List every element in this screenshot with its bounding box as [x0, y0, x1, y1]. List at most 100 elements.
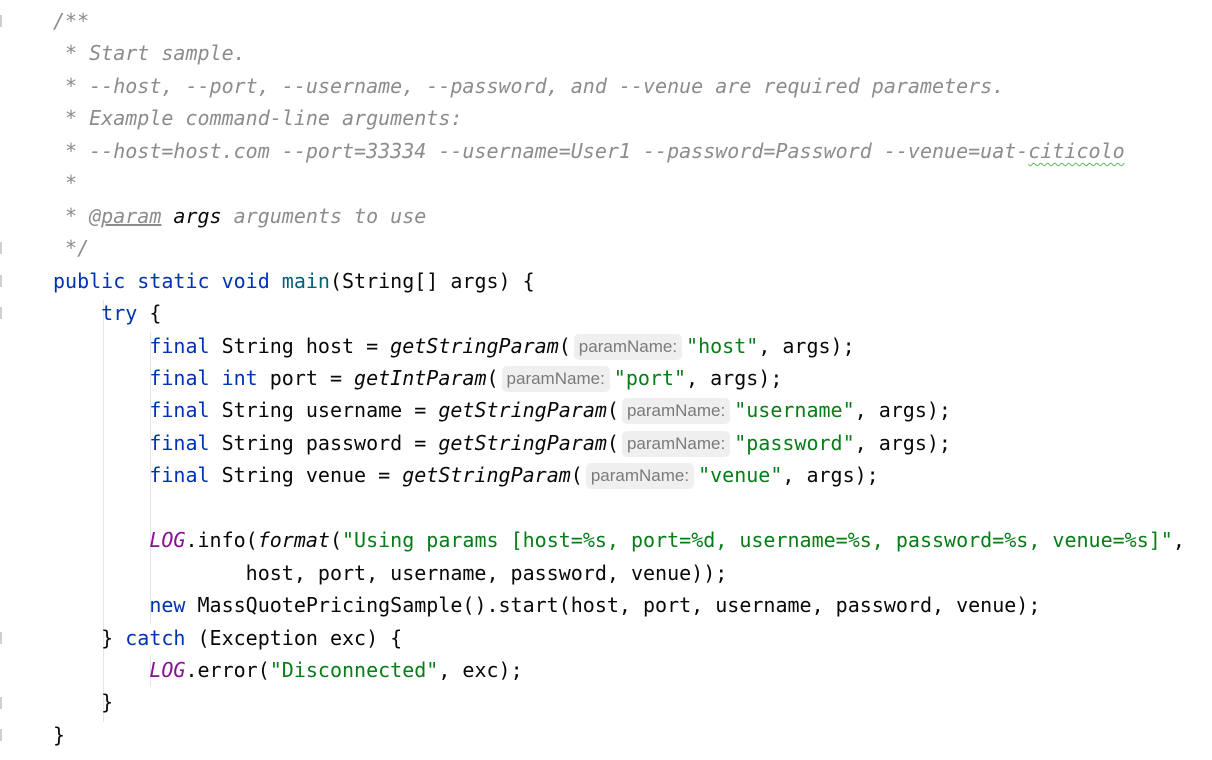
code-token — [53, 301, 101, 325]
string-token: "venue" — [698, 463, 783, 488]
comment-token: * --host, --port, --username, --password… — [53, 73, 1005, 98]
code-line[interactable]: /** — [53, 5, 89, 37]
method-call-token: format — [257, 528, 330, 553]
code-token — [53, 593, 149, 617]
keyword-token: public static void — [53, 268, 282, 293]
code-line[interactable]: } — [53, 719, 65, 751]
code-token: String username = — [209, 398, 439, 423]
code-line[interactable]: public static void main(String[] args) { — [53, 265, 535, 297]
string-token: "host" — [686, 333, 759, 358]
indent-guide — [150, 332, 151, 624]
string-token: "Using params [host=%s, port=%d, usernam… — [342, 528, 1173, 553]
code-line[interactable]: try { — [53, 297, 161, 329]
code-token — [53, 431, 149, 455]
method-call-token: getIntParam — [354, 365, 487, 390]
code-token: ( — [606, 430, 619, 455]
string-token: "username" — [734, 398, 855, 423]
static-field-token: LOG — [149, 528, 186, 553]
method-call-token: getStringParam — [390, 333, 559, 358]
code-token — [53, 334, 149, 358]
keyword-token: final — [149, 333, 210, 358]
code-token: .error( — [185, 658, 270, 682]
misspelled-word: citicolo — [1028, 138, 1125, 163]
comment-token: * Start sample. — [53, 41, 246, 66]
parameter-hint: paramName: — [501, 365, 610, 392]
keyword-token: final — [149, 463, 210, 488]
code-token: ( — [558, 333, 571, 358]
method-name-token: main — [281, 268, 330, 293]
code-token: String password = — [209, 430, 439, 455]
code-token: .info( — [185, 528, 258, 553]
code-token: } — [53, 722, 66, 747]
code-line[interactable]: final int port = getIntParam(paramName:"… — [53, 362, 782, 394]
fold-marker-icon[interactable] — [0, 15, 2, 27]
code-token: ( — [329, 528, 342, 553]
comment-token: */ — [53, 236, 90, 261]
parameter-hint: paramName: — [585, 463, 695, 490]
indent-guide — [103, 300, 104, 722]
code-line[interactable]: LOG.info(format("Using params [host=%s, … — [53, 524, 1185, 556]
code-token: , — [1172, 528, 1185, 553]
code-token: , args); — [854, 430, 951, 455]
string-token: "port" — [613, 365, 687, 390]
fold-marker-icon[interactable] — [0, 632, 2, 644]
code-line[interactable]: * Example command-line arguments: — [53, 102, 462, 134]
comment-token: * — [53, 203, 90, 228]
comment-token — [161, 204, 173, 228]
code-line[interactable]: LOG.error("Disconnected", exc); — [53, 654, 522, 686]
code-line[interactable]: final String password = getStringParam(p… — [53, 427, 951, 459]
indent-guide — [150, 655, 151, 687]
code-line[interactable]: * — [53, 167, 77, 199]
code-token: ( — [570, 463, 583, 488]
method-call-token: getStringParam — [438, 398, 607, 423]
fold-marker-icon[interactable] — [0, 729, 2, 741]
code-line[interactable]: * @param args arguments to use — [53, 200, 426, 232]
method-call-token: getStringParam — [402, 463, 571, 488]
code-line[interactable]: } catch (Exception exc) { — [53, 622, 402, 654]
fold-marker-icon[interactable] — [0, 242, 2, 254]
code-line[interactable]: final String username = getStringParam(p… — [53, 394, 951, 426]
code-token — [53, 398, 149, 422]
code-line[interactable]: */ — [53, 232, 89, 264]
code-token: , args); — [854, 398, 951, 423]
comment-token: * Example command-line arguments: — [53, 106, 463, 131]
keyword-token: catch — [125, 625, 186, 650]
code-line[interactable]: * --host, --port, --username, --password… — [53, 70, 1004, 102]
code-line[interactable]: final String venue = getStringParam(para… — [53, 459, 879, 491]
code-token: ( — [486, 365, 499, 390]
javadoc-param-name: args — [173, 203, 222, 228]
comment-token: arguments to use — [221, 203, 427, 228]
code-token: String host = — [209, 333, 391, 358]
code-line[interactable]: final String host = getStringParam(param… — [53, 330, 855, 362]
fold-marker-icon[interactable] — [0, 275, 2, 287]
code-line[interactable]: * Start sample. — [53, 37, 246, 69]
code-token: ( — [606, 398, 619, 423]
code-token: MassQuotePricingSample().start(host, por… — [185, 593, 1041, 618]
string-token: "Disconnected" — [269, 658, 439, 682]
parameter-hint: paramName: — [573, 333, 683, 360]
code-token: , args); — [782, 463, 879, 488]
code-token: host, port, username, password, venue)); — [53, 560, 728, 585]
code-token: } — [53, 690, 114, 715]
keyword-token: final — [149, 398, 210, 423]
javadoc-tag: @param — [89, 203, 162, 228]
keyword-token: new — [149, 593, 186, 618]
code-line[interactable]: host, port, username, password, venue)); — [53, 557, 728, 589]
code-line[interactable]: new MassQuotePricingSample().start(host,… — [53, 589, 1040, 621]
code-token — [53, 528, 149, 552]
keyword-token: final int — [149, 365, 258, 390]
code-token — [53, 366, 149, 390]
code-token: } — [53, 625, 126, 650]
fold-marker-icon[interactable] — [0, 697, 2, 709]
code-token: , args); — [758, 333, 855, 358]
comment-token: /** — [53, 9, 90, 33]
code-line[interactable]: } — [53, 686, 113, 718]
parameter-hint: paramName: — [621, 430, 731, 457]
string-token: "password" — [734, 430, 855, 455]
code-token — [53, 463, 149, 487]
comment-token: * — [53, 171, 78, 196]
code-token: port = — [257, 365, 355, 390]
fold-marker-icon[interactable] — [0, 307, 2, 319]
code-line[interactable]: * --host=host.com --port=33334 --usernam… — [53, 135, 1125, 167]
